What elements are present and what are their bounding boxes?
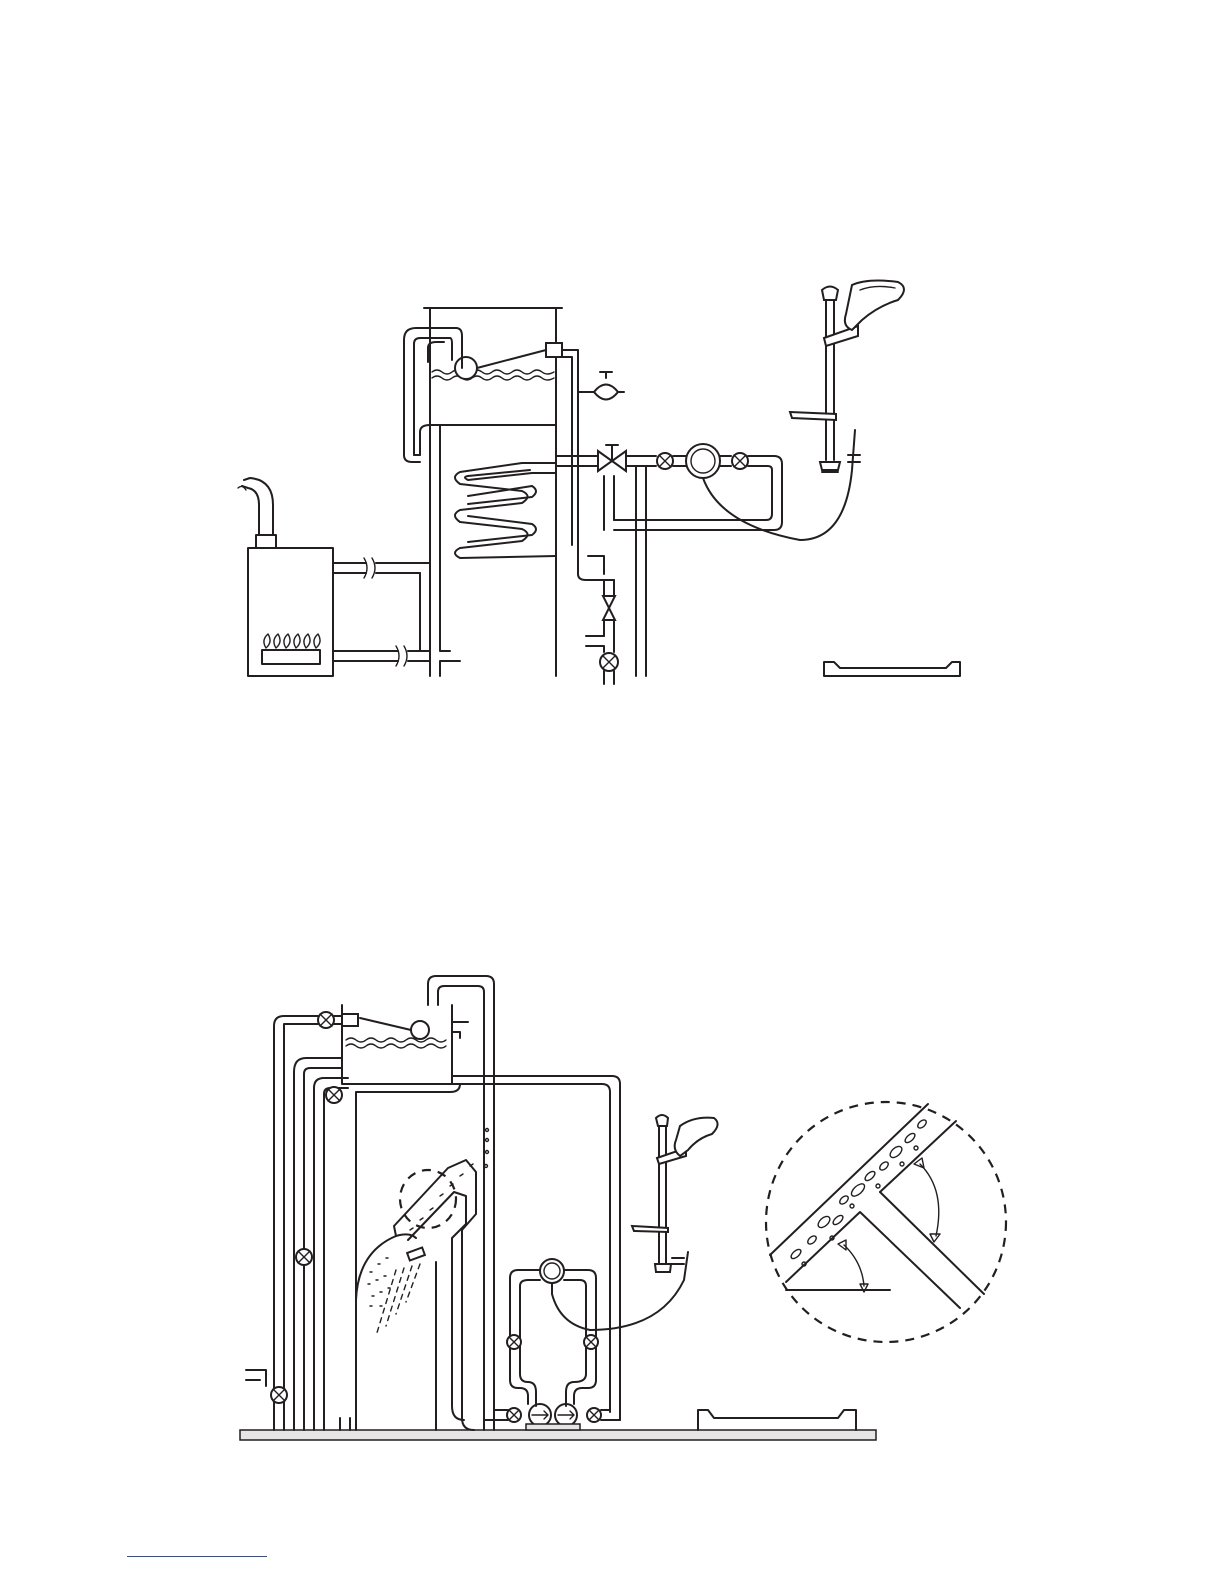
pipe-tee-detail (766, 1102, 1006, 1342)
burner-flames (264, 634, 320, 648)
shower-tray (824, 662, 960, 676)
cylinder-cutaway (356, 1129, 489, 1431)
vent-pipe (404, 328, 462, 462)
float-valve (546, 343, 562, 357)
shower-hose (703, 430, 855, 540)
angle-arrow-2 (920, 1164, 939, 1236)
angle-arrow-1 (844, 1245, 864, 1286)
expansion-vessel (578, 372, 624, 400)
footer-rule (127, 1556, 267, 1557)
cold-feed (578, 555, 618, 684)
cold-water-cistern-2 (342, 1005, 452, 1084)
hot-water-cylinder-2 (314, 1076, 620, 1430)
shower-pump-assembly (484, 1259, 620, 1430)
figure-1-vented-system (238, 281, 960, 684)
floor (240, 1430, 876, 1440)
cold-water-cistern (424, 308, 578, 555)
heating-coil (455, 463, 556, 558)
cold-mains-2 (246, 1012, 342, 1430)
debris-in-pipe (790, 1118, 928, 1266)
shower-tray-2 (698, 1410, 856, 1430)
shower-riser (790, 281, 904, 472)
hot-supply-line (556, 444, 782, 676)
shower-riser-2 (632, 1115, 718, 1272)
float-ball (455, 357, 477, 379)
figure-2-pumped-system (240, 976, 1006, 1440)
